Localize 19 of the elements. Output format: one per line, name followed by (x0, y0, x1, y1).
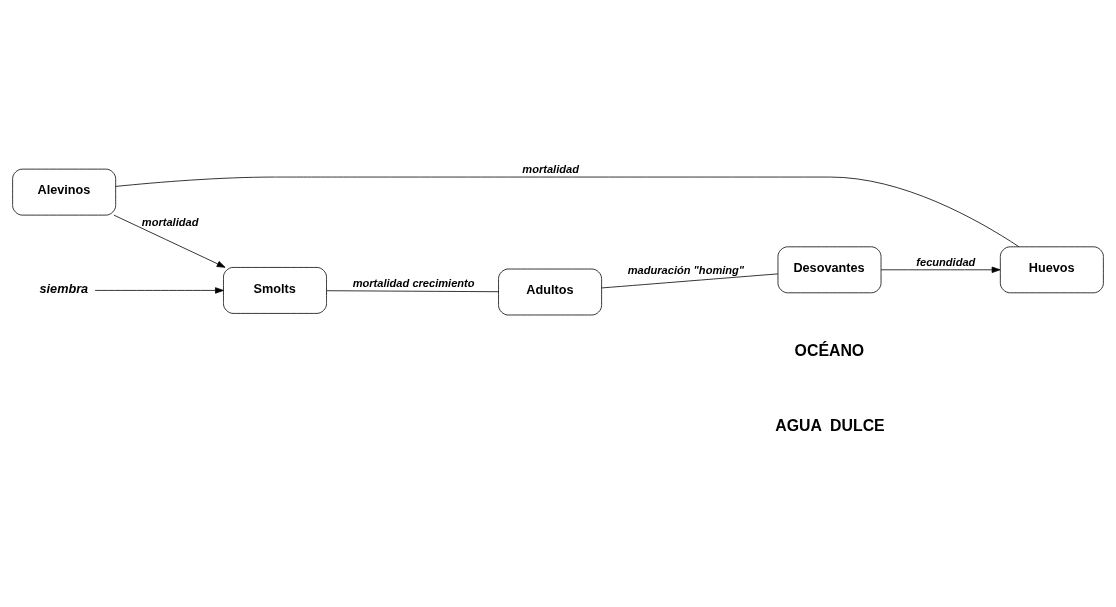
node-box: Huevos (999, 246, 1104, 294)
label: OCÉANO (794, 342, 865, 360)
edge-label: mortalidad (522, 163, 579, 176)
node-text: siembra (39, 281, 89, 296)
node-box: Desovantes (777, 246, 882, 294)
arrow (94, 287, 224, 294)
arrow (113, 214, 226, 268)
edge-label: fecundidad (916, 256, 976, 268)
connector (326, 290, 499, 293)
label: AGUA DULCE (775, 416, 885, 434)
node-box: Smolts (223, 267, 327, 314)
connector (115, 176, 1020, 248)
connector (601, 273, 779, 289)
edge-label: maduración "homing" (627, 263, 745, 276)
edge-label: mortalidad (141, 216, 199, 229)
arrow (880, 266, 1001, 273)
node-box: Alevinos (12, 168, 117, 216)
edge-label: mortalidad crecimiento (352, 277, 475, 290)
node-box: Adultos (498, 268, 602, 316)
